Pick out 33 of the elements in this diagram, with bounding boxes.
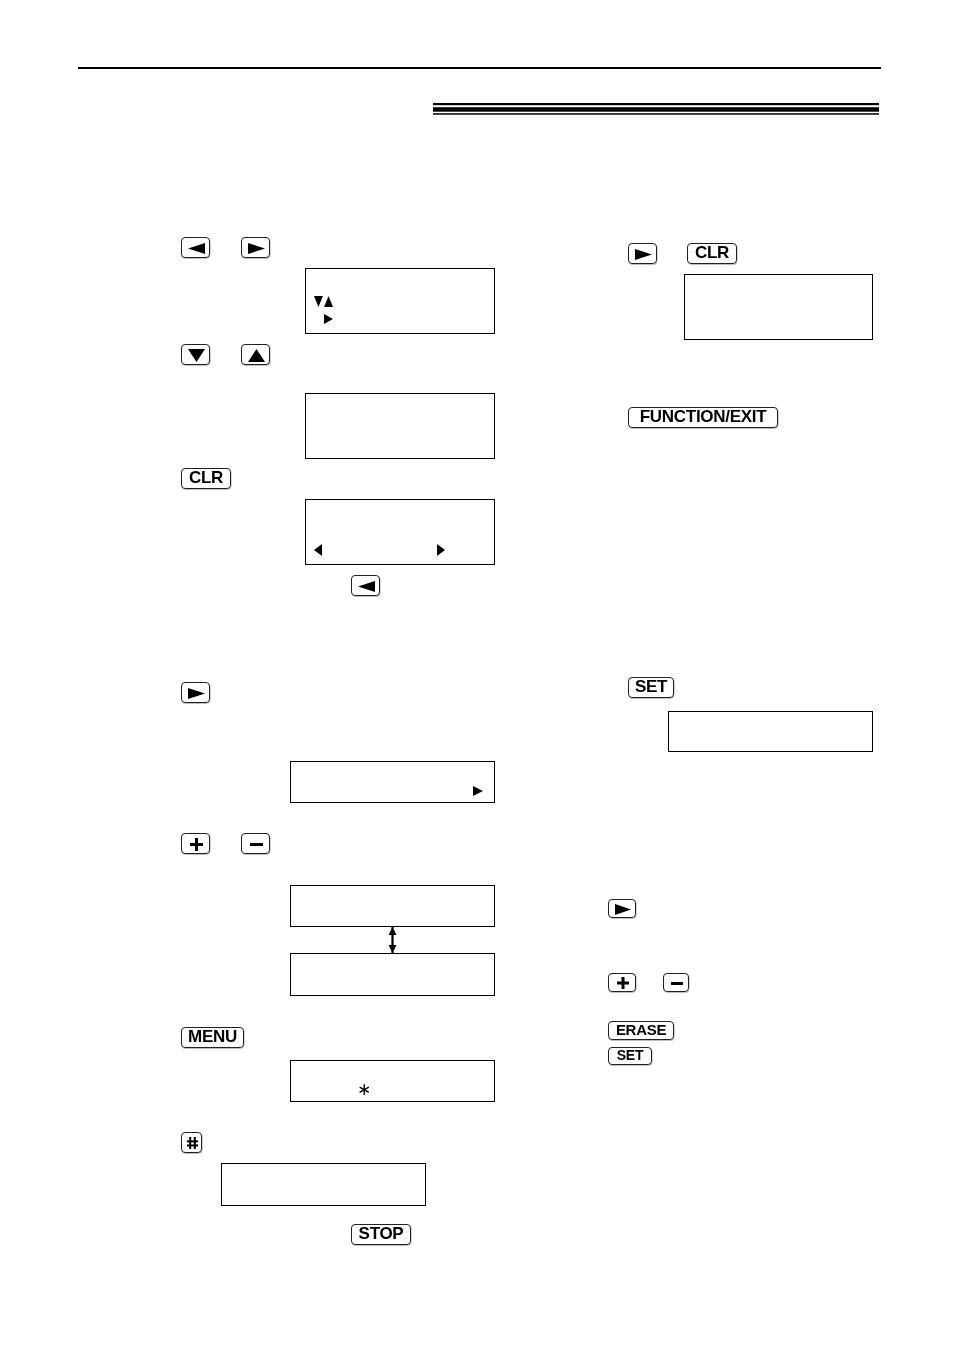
key-button	[241, 344, 270, 365]
display-screen	[290, 1060, 495, 1102]
display-screen	[668, 711, 873, 752]
key-button: SET	[628, 677, 674, 698]
display-screen	[684, 274, 873, 340]
display-screen	[305, 268, 495, 334]
key-button	[608, 973, 636, 992]
display-text: ∗	[357, 1081, 372, 1098]
key-button: MENU	[181, 1027, 244, 1048]
key-button: ERASE	[608, 1021, 674, 1040]
key-button: SET	[608, 1047, 652, 1065]
display-screen	[290, 885, 495, 927]
display-screen	[290, 953, 495, 996]
key-button	[628, 243, 657, 264]
display-screen	[290, 761, 495, 803]
key-button	[181, 237, 210, 258]
double-arrow	[388, 927, 397, 953]
display-screen	[305, 499, 495, 565]
key-button	[663, 973, 689, 992]
key-button	[608, 899, 636, 918]
key-button	[181, 344, 210, 365]
key-button	[181, 1132, 202, 1153]
key-button: CLR	[687, 243, 737, 264]
display-screen	[221, 1163, 426, 1206]
key-button: FUNCTION/EXIT	[628, 407, 778, 428]
key-button: STOP	[351, 1224, 411, 1245]
key-button	[181, 833, 210, 854]
key-button	[181, 682, 210, 703]
key-button: CLR	[181, 468, 231, 489]
key-button	[351, 575, 380, 596]
key-button	[241, 237, 270, 258]
key-button	[241, 833, 270, 854]
display-screen	[305, 393, 495, 459]
